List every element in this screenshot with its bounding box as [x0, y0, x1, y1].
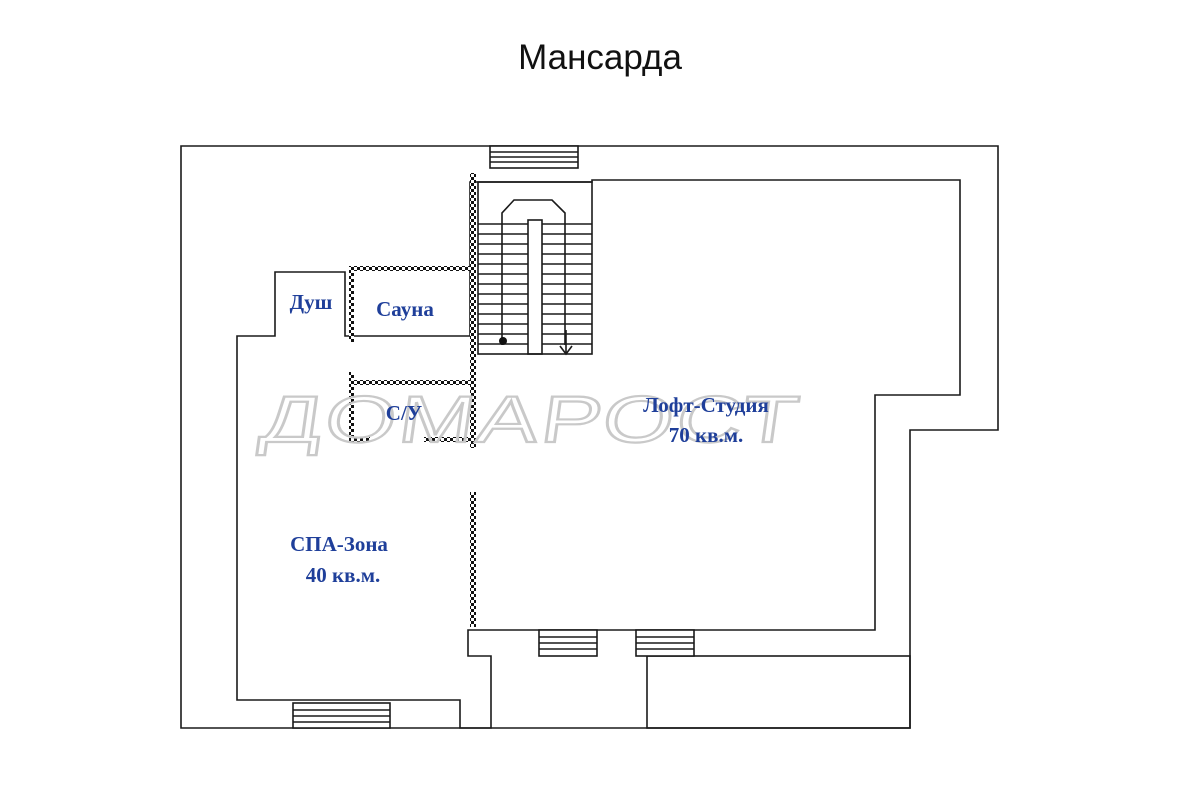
- inner-wall: [236, 179, 961, 729]
- wc-bottom-wall-left: [349, 437, 370, 442]
- room-label-loft: Лофт-Студия: [643, 393, 769, 417]
- spa-partition-wall: [470, 492, 476, 627]
- watermark: ДОМАРОСТ: [256, 383, 806, 457]
- staircase: [477, 181, 593, 356]
- loft-window-left: [538, 629, 598, 657]
- room-label-sauna: Сауна: [376, 297, 434, 321]
- stair-partition-wall: [470, 173, 476, 448]
- room-area-loft: 70 кв.м.: [669, 423, 744, 447]
- wc-left-wall: [349, 372, 354, 442]
- sauna-top-wall: [349, 266, 470, 271]
- sauna-left-wall: [349, 266, 354, 342]
- wc-top-wall: [349, 380, 470, 385]
- wc-bottom-wall-right: [424, 437, 470, 442]
- loft-window-right: [635, 629, 695, 657]
- room-area-spa: 40 кв.м.: [306, 563, 381, 587]
- room-label-su: С/У: [386, 401, 422, 425]
- room-label-dush: Душ: [290, 290, 333, 314]
- outer-wall: [180, 145, 999, 729]
- top-window-lines: [490, 151, 578, 163]
- terrace: [646, 655, 911, 729]
- bottom-window-lines: [293, 709, 390, 723]
- room-label-spa: СПА-Зона: [290, 532, 388, 556]
- plan-title: Мансарда: [518, 38, 682, 77]
